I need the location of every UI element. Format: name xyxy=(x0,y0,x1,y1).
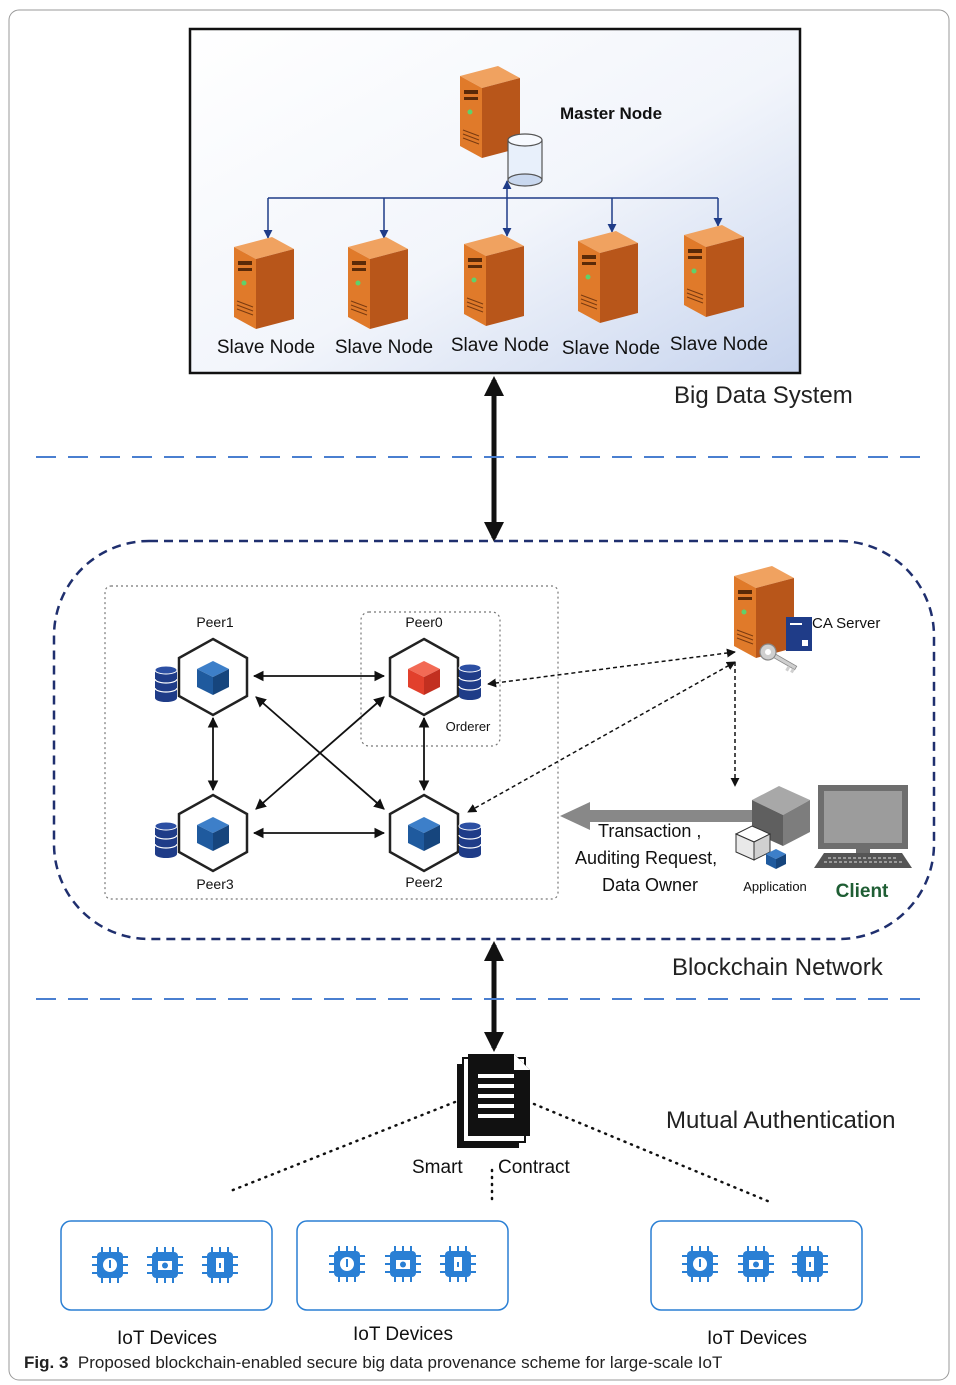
application-label: Application xyxy=(743,879,807,894)
smart-label: Smart xyxy=(412,1157,463,1178)
lock-sensor-icon xyxy=(201,1246,239,1284)
client-request-arrow xyxy=(560,802,752,830)
client-label: Client xyxy=(836,881,889,902)
figure-caption: Fig. 3 Proposed blockchain-enabled secur… xyxy=(24,1353,722,1373)
ca-dashed-arrows xyxy=(467,648,740,813)
iot-group-left xyxy=(60,1220,273,1311)
peer1-node-icon xyxy=(177,637,249,717)
thermometer-sensor-icon xyxy=(328,1245,366,1283)
iot-group-middle xyxy=(296,1220,509,1311)
thermometer-sensor-icon xyxy=(681,1245,719,1283)
slave-node-label: Slave Node xyxy=(335,337,433,358)
peer3-node-icon xyxy=(177,793,249,873)
slave-node-label: Slave Node xyxy=(217,337,315,358)
ca-server-label: CA Server xyxy=(812,615,880,632)
database-icon xyxy=(154,665,178,703)
mutual-authentication-label: Mutual Authentication xyxy=(666,1107,896,1134)
slave-server-icon xyxy=(463,233,525,327)
data-owner-label: Data Owner xyxy=(602,875,698,895)
page-frame xyxy=(8,9,950,1381)
blockchain-network-boundary xyxy=(52,539,936,941)
camera-sensor-icon xyxy=(737,1245,775,1283)
slave-node-label: Slave Node xyxy=(562,338,660,359)
master-slave-connectors xyxy=(263,180,723,239)
slave-node-label: Slave Node xyxy=(670,334,768,355)
client-computer-icon xyxy=(814,785,912,868)
camera-sensor-icon xyxy=(384,1245,422,1283)
transaction-label: Transaction , xyxy=(598,821,701,841)
thermometer-sensor-icon xyxy=(91,1246,129,1284)
peer-label: Peer1 xyxy=(196,614,234,630)
lock-sensor-icon xyxy=(439,1245,477,1283)
ca-server-icon xyxy=(733,565,795,659)
lock-sensor-icon xyxy=(791,1245,829,1283)
contract-label: Contract xyxy=(498,1157,571,1178)
big-data-system-label: Big Data System xyxy=(674,382,853,409)
certificate-icon xyxy=(786,617,812,651)
peer-label: Peer2 xyxy=(405,874,443,890)
database-icon xyxy=(458,821,482,859)
contract-iot-connectors xyxy=(226,1100,772,1204)
application-icon xyxy=(734,786,810,869)
iot-group-right xyxy=(650,1220,863,1311)
peer0-orderer-node-icon xyxy=(388,637,460,717)
slave-node-label: Slave Node xyxy=(451,335,549,356)
slave-server-icon xyxy=(347,236,409,330)
master-node-label: Master Node xyxy=(560,104,662,123)
peer-label: Peer0 xyxy=(405,614,443,630)
key-icon xyxy=(759,643,798,674)
peer2-node-icon xyxy=(388,793,460,873)
orderer-label: Orderer xyxy=(446,719,491,734)
figure-caption-text: Proposed blockchain-enabled secure big d… xyxy=(77,1353,723,1372)
slave-server-icon xyxy=(233,236,295,330)
database-icon xyxy=(458,663,482,701)
iot-devices-label: IoT Devices xyxy=(117,1328,217,1349)
blockchain-network-label: Blockchain Network xyxy=(672,954,884,981)
smart-contract-document-icon xyxy=(457,1054,530,1148)
peer-label: Peer3 xyxy=(196,876,234,892)
iot-devices-label: IoT Devices xyxy=(707,1328,807,1349)
iot-devices-label: IoT Devices xyxy=(353,1324,453,1345)
master-database-icon xyxy=(507,133,543,187)
auditing-request-label: Auditing Request, xyxy=(575,848,717,868)
slave-server-icon xyxy=(683,224,745,318)
peer-links xyxy=(207,670,430,839)
database-icon xyxy=(154,821,178,859)
slave-server-icon xyxy=(577,230,639,324)
figure-number: Fig. 3 xyxy=(24,1353,69,1372)
camera-sensor-icon xyxy=(146,1246,184,1284)
